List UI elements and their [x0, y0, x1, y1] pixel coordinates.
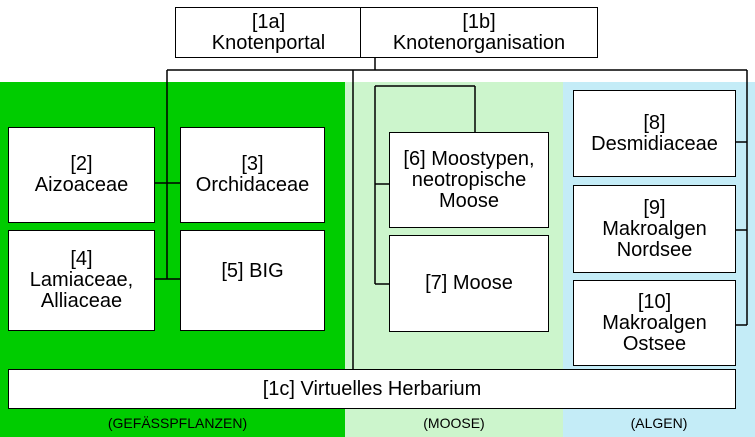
node-4-lamiaceae-alliaceae: [4] Lamiaceae, Alliaceae — [8, 230, 155, 331]
caption-algen: (ALGEN) — [630, 415, 688, 431]
node-5-label: [5] BIG — [221, 260, 284, 282]
node-10-label-line2: Ostsee — [622, 332, 687, 355]
node-6-label-line2: neotropische — [411, 168, 527, 191]
node-8-number: [8] — [643, 111, 666, 134]
node-1b-number: [1b] — [462, 10, 496, 33]
node-1b-label: Knotenorganisation — [392, 31, 566, 54]
node-6-label-line3: Moose — [438, 189, 500, 212]
node-10-makroalgen-ostsee: [10] Makroalgen Ostsee — [573, 280, 736, 366]
node-9-label-line1: Makroalgen — [602, 217, 707, 240]
node-7-label: [7] Moose — [425, 272, 513, 294]
node-3-label: Orchidaceae — [195, 174, 310, 196]
node-1a-number: [1a] — [251, 10, 286, 33]
node-9-makroalgen-nordsee: [9] Makroalgen Nordsee — [573, 185, 736, 273]
node-4-number: [4] — [70, 248, 93, 270]
node-3-number: [3] — [241, 153, 264, 175]
node-2-label: Aizoaceae — [34, 174, 129, 196]
node-1a-label: Knotenportal — [211, 31, 326, 54]
node-10-label-line1: Makroalgen — [602, 311, 707, 334]
node-10-number: [10] — [637, 290, 672, 313]
node-2-aizoaceae: [2] Aizoaceae — [8, 127, 155, 223]
node-1b-knotenorganisation: [1b] Knotenorganisation — [360, 7, 598, 58]
caption-moose: (MOOSE) — [423, 415, 485, 431]
node-7-moose: [7] Moose — [389, 235, 549, 332]
node-3-orchidaceae: [3] Orchidaceae — [180, 127, 325, 223]
node-2-number: [2] — [70, 153, 93, 175]
node-1c-virtuelles-herbarium: [1c] Virtuelles Herbarium — [8, 369, 736, 409]
node-1a-knotenportal: [1a] Knotenportal — [175, 7, 362, 58]
node-6-label-line1: [6] Moostypen, — [403, 147, 535, 170]
node-8-desmidiaceae: [8] Desmidiaceae — [573, 90, 736, 177]
node-5-big: [5] BIG — [180, 230, 325, 331]
node-4-label-line1: Lamiaceae, — [29, 269, 134, 291]
caption-gefaesspflanzen: (GEFÄSSPFLANZEN) — [107, 415, 248, 431]
node-9-label-line2: Nordsee — [616, 238, 693, 261]
node-4-label-line2: Alliaceae — [40, 290, 123, 312]
node-6-moostypen: [6] Moostypen, neotropische Moose — [389, 132, 549, 228]
node-9-number: [9] — [643, 196, 666, 219]
node-1c-label: [1c] Virtuelles Herbarium — [262, 377, 482, 400]
node-8-label: Desmidiaceae — [591, 132, 718, 155]
